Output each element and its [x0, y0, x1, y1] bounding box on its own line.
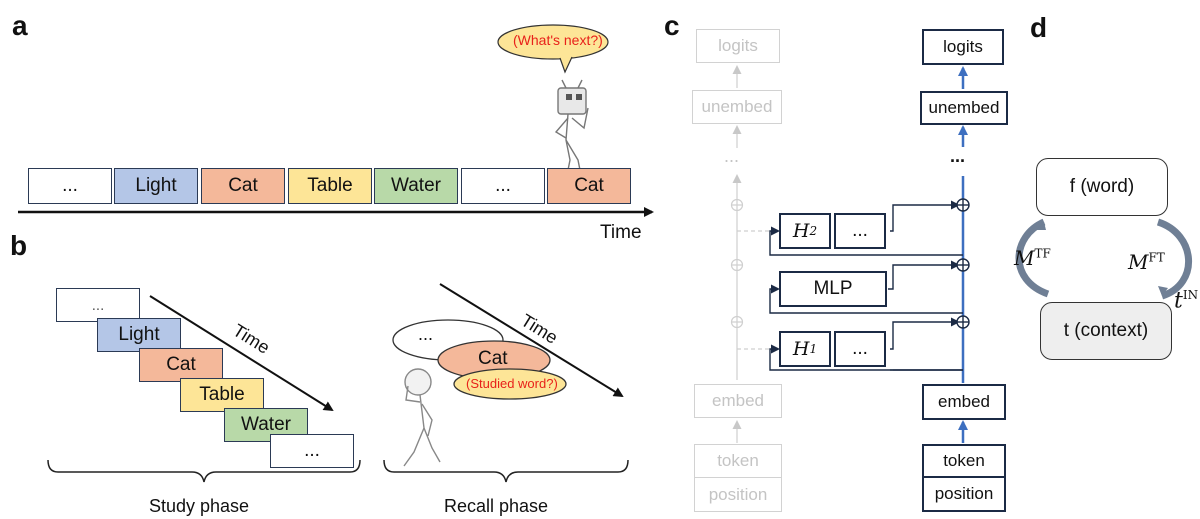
m-tf-superscript: TF [1034, 246, 1051, 261]
time-label-a: Time [600, 222, 642, 243]
head-2-more-box: ... [834, 213, 886, 249]
bubble-question: (Studied word?) [466, 376, 558, 391]
head-1-subscript: 1 [809, 342, 818, 356]
thinking-person-icon [403, 368, 441, 467]
sequence-item: ... [461, 168, 545, 204]
sequence-item: Cat [547, 168, 631, 204]
mlp-box: MLP [779, 271, 887, 307]
context-box: t (context) [1040, 302, 1172, 360]
embed-box: embed [922, 384, 1006, 420]
panel-label-b: b [10, 230, 28, 261]
recall-caption: Recall phase [444, 496, 549, 516]
layers-dots: ... [950, 146, 966, 166]
sequence-item: Table [288, 168, 372, 204]
recall-brace [383, 459, 629, 483]
head-2-symbol: H [792, 220, 810, 242]
unembed-box: unembed [920, 91, 1008, 125]
study-item: ... [56, 288, 140, 322]
arrow-tf-icon [1015, 218, 1050, 298]
token-box: token [922, 444, 1006, 478]
ghost-unembed: unembed [692, 90, 782, 124]
head-2-subscript: 2 [809, 224, 818, 238]
t-in-symbol: t [1174, 288, 1183, 314]
thought-bubble-question [453, 368, 567, 400]
panel-label-c: c [664, 10, 680, 41]
study-item: ... [270, 434, 354, 468]
ghost-dots: ... [724, 146, 740, 166]
sequence-item: Water [374, 168, 458, 204]
word-feature-box: f (word) [1036, 158, 1168, 216]
t-in-superscript: IN [1182, 288, 1199, 302]
m-ft-label: MFT [1128, 250, 1165, 274]
head-1-symbol: H [792, 338, 810, 360]
study-item: Cat [139, 348, 223, 382]
ghost-position: position [694, 478, 782, 512]
speech-text: (What's next?) [513, 32, 603, 48]
m-tf-symbol: M [1014, 246, 1035, 270]
ghost-token: token [694, 444, 782, 478]
study-item: Table [180, 378, 264, 412]
t-in-label: tIN [1174, 288, 1198, 313]
panel-label-a: a [12, 10, 28, 41]
speech-bubble-a [497, 24, 609, 60]
ghost-logits: logits [696, 29, 780, 63]
robot-figure-icon [554, 79, 589, 171]
panel-label-d: d [1030, 12, 1048, 43]
m-ft-symbol: M [1128, 250, 1149, 274]
logits-box: logits [922, 29, 1004, 65]
study-brace [47, 459, 361, 483]
study-caption: Study phase [149, 496, 250, 516]
bubble-dots: ... [418, 324, 434, 344]
study-item: Light [97, 318, 181, 352]
arrow-ft-icon [1156, 218, 1192, 300]
position-box: position [922, 478, 1006, 512]
bubble-word: Cat [478, 348, 508, 369]
sequence-item: ... [28, 168, 112, 204]
m-ft-superscript: FT [1148, 250, 1165, 265]
m-tf-label: MTF [1014, 246, 1051, 270]
sequence-item: Cat [201, 168, 285, 204]
ghost-embed: embed [694, 384, 782, 418]
head-1-more-box: ... [834, 331, 886, 367]
sequence-item: Light [114, 168, 198, 204]
